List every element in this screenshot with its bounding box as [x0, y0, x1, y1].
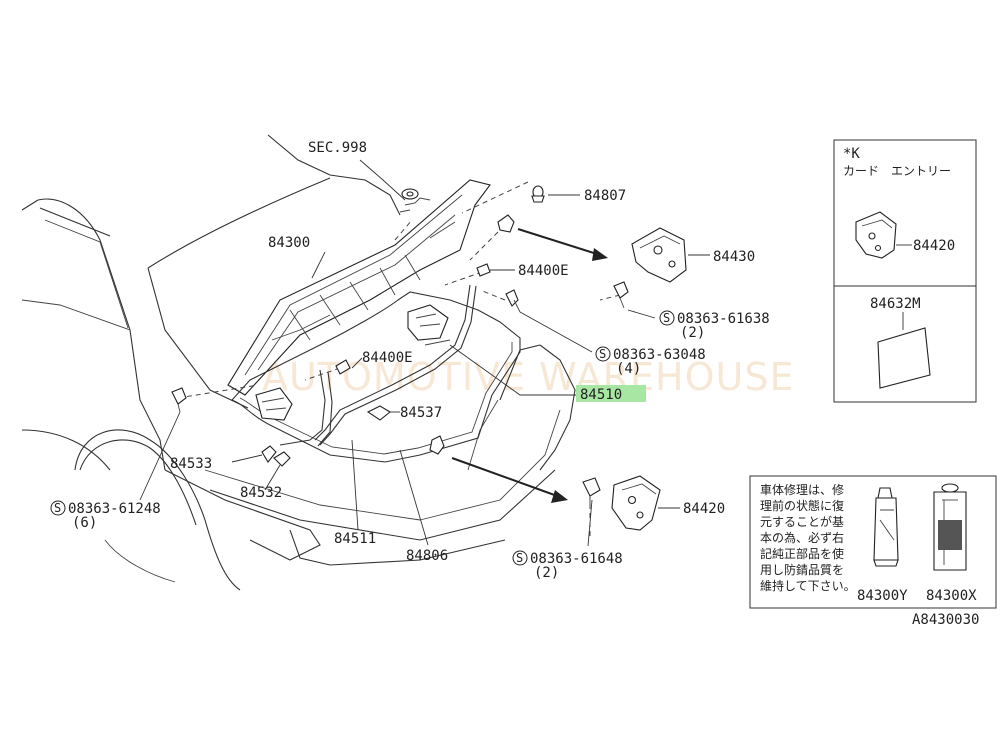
- label-84806: 84806: [406, 548, 448, 564]
- label-84430: 84430: [713, 249, 755, 265]
- part-84533: [261, 445, 277, 463]
- label-84533: 84533: [170, 456, 212, 472]
- watermark: AUTOMOTIVE WAREHOUSE: [262, 355, 794, 399]
- s-symbol-61648: [512, 550, 528, 566]
- part-grommet-998: [399, 188, 431, 213]
- label-08363-63048: 08363-63048: [613, 347, 706, 363]
- label-08363-61648: 08363-61648: [530, 551, 623, 567]
- label-84537: 84537: [400, 405, 442, 421]
- label-08363-63048-qty: (4): [616, 361, 641, 377]
- label-sec998: SEC.998: [308, 140, 367, 156]
- note-line-6: 用し防錆品質を: [760, 562, 844, 577]
- highlight-84510: [576, 385, 646, 402]
- note-line-7: 維持して下さい。: [760, 578, 856, 593]
- dashed-guides: [177, 181, 621, 540]
- inset-label: 84632M: [833, 285, 977, 403]
- part-labels: SEC.998 84807 84300 84430 84400E S 08363…: [50, 140, 770, 581]
- label-08363-61248-qty: (6): [72, 515, 97, 531]
- inset-keyless-title: *K: [843, 146, 860, 162]
- part-84400e-mid: [335, 359, 351, 375]
- part-bumper-84807: [531, 185, 545, 203]
- part-hinge-84430: [631, 227, 687, 283]
- part-lock-lower: [255, 387, 293, 421]
- part-84400e-top: [476, 263, 491, 277]
- inset-keyless-entry: *K カード エントリー 84420: [833, 139, 977, 287]
- part-lock-84510: [407, 304, 451, 346]
- note-line-2: 理前の状態に復: [760, 498, 844, 513]
- label-84400e-top: 84400E: [518, 263, 569, 279]
- part-bolt-61638: [613, 281, 629, 309]
- label-08363-61648-qty: (2): [534, 565, 559, 581]
- label-08363-61638-qty: (2): [680, 325, 705, 341]
- spray-can: [933, 483, 967, 571]
- note-line-4: 本の為、必ず右: [760, 530, 844, 545]
- s-symbol-61248: [50, 500, 66, 516]
- sealant-tube: [873, 487, 899, 567]
- label-84532: 84532: [240, 485, 282, 501]
- s-symbol-text-63048: S: [599, 347, 606, 361]
- inset-label-part: 84632M: [870, 296, 921, 312]
- part-clip-upper: [497, 214, 515, 233]
- label-08363-61638: 08363-61638: [677, 311, 770, 327]
- part-bolt-61248: [171, 387, 187, 413]
- figure-code: A8430030: [912, 612, 979, 628]
- part-84300y: 84300Y: [857, 588, 908, 604]
- label-84511: 84511: [334, 531, 376, 547]
- direction-arrows: [451, 228, 608, 503]
- label-84300: 84300: [268, 235, 310, 251]
- part-striker-clip: [429, 435, 445, 455]
- label-84807: 84807: [584, 188, 626, 204]
- label-84400e-mid: 84400E: [362, 350, 413, 366]
- s-symbol-text-61648: S: [516, 551, 523, 565]
- s-symbol-text-61638: S: [663, 311, 670, 325]
- s-symbol-63048: [595, 346, 611, 362]
- inset-repair-note: 車体修理は、修 理前の状態に復 元することが基 本の為、必ず右 記純正部品を使 …: [749, 475, 997, 609]
- torsion-bars: [279, 284, 477, 447]
- note-line-3: 元することが基: [760, 514, 844, 529]
- s-symbol-61638: [659, 310, 675, 326]
- s-symbol-text-61248: S: [54, 501, 61, 515]
- part-84300x: 84300X: [926, 588, 977, 604]
- note-line-5: 記純正部品を使: [760, 546, 844, 561]
- part-84537: [366, 405, 391, 421]
- part-hinge-84420: [611, 475, 661, 531]
- part-bolt-63048: [505, 289, 521, 313]
- part-bolt-61648: [582, 477, 601, 506]
- label-84420-main: 84420: [683, 501, 725, 517]
- trunk-lid: [227, 179, 491, 396]
- leader-lines: [139, 159, 710, 547]
- inset-keyless-part: 84420: [913, 238, 955, 254]
- note-line-1: 車体修理は、修: [760, 482, 844, 497]
- label-84510: 84510: [580, 387, 622, 403]
- part-84532: [273, 451, 291, 467]
- label-08363-61248: 08363-61248: [68, 501, 161, 517]
- inset-keyless-subtitle: カード エントリー: [843, 164, 951, 178]
